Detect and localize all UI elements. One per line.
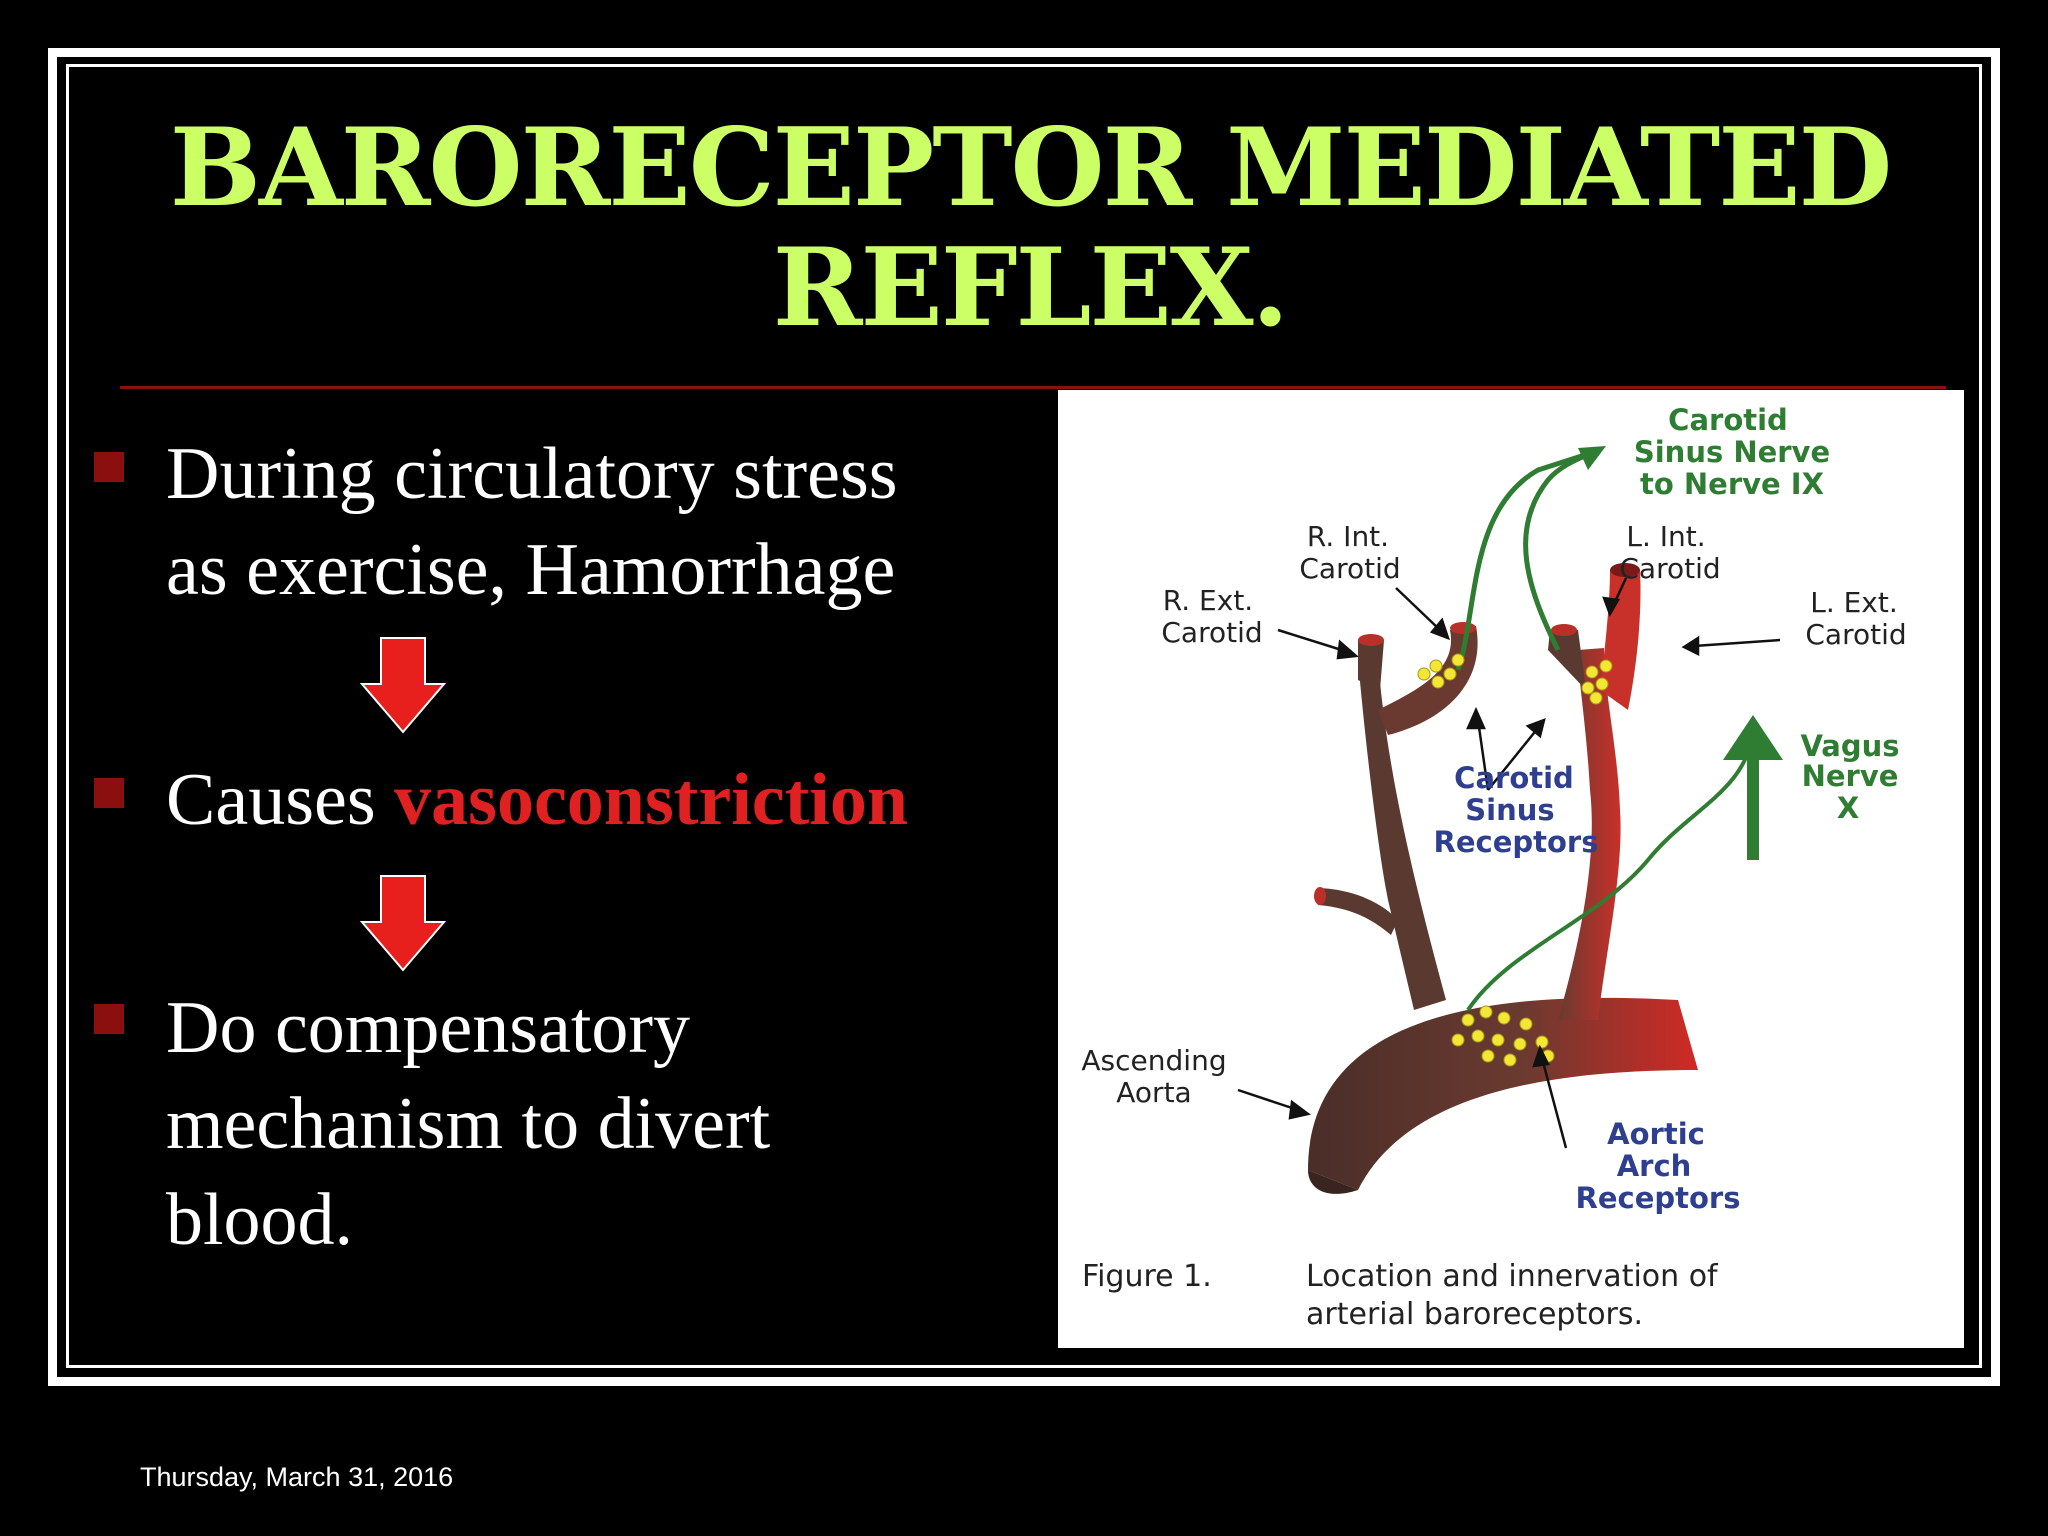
bullet-1-line-1: During circulatory stress (166, 433, 898, 515)
vagus-nerve-shaft (1747, 740, 1759, 860)
bullet-3-line-1: Do compensatory (166, 987, 691, 1069)
label-carotid-sinus-nerve-1: Carotid (1668, 403, 1788, 437)
bullet-text-2: Causes vasoconstriction (166, 752, 1066, 848)
carotid-sinus-nerve-left (1523, 449, 1595, 652)
figure-caption-line-2: arterial baroreceptors. (1306, 1297, 1643, 1332)
right-external-carotid (1358, 640, 1384, 690)
aortic-arch (1308, 997, 1698, 1190)
bullet-text-3: Do compensatory mechanism to divert bloo… (166, 980, 1046, 1268)
slide-title: BARORECEPTOR MEDIATED REFLEX. (120, 108, 1940, 348)
label-vagus-1: Vagus (1800, 729, 1899, 763)
down-arrow-icon (360, 875, 446, 972)
label-carotid-sinus-nerve-2: Sinus Nerve (1634, 435, 1830, 469)
bullet-3-line-2: mechanism to divert (166, 1083, 771, 1165)
left-common-carotid (1558, 648, 1621, 1020)
label-r-int-2: Carotid (1299, 552, 1400, 585)
baroreceptor-diagram: Carotid Sinus Nerve to Nerve IX Vagus Ne… (1081, 403, 1906, 1332)
nerve-ix-arrowhead (1578, 446, 1606, 470)
label-vagus-3: X (1837, 791, 1859, 825)
label-ascending-1: Ascending (1081, 1044, 1226, 1077)
label-aar-2: Arch (1617, 1149, 1692, 1183)
vagus-arrowhead-icon (1723, 715, 1783, 760)
bullet-marker-1 (94, 452, 124, 482)
label-aar-3: Receptors (1576, 1181, 1741, 1215)
bullet-3-line-3: blood. (166, 1179, 354, 1261)
label-l-int-1: L. Int. (1626, 520, 1705, 553)
label-vagus-2: Nerve (1802, 759, 1899, 793)
carotid-sinus-nerve-right (1455, 449, 1595, 671)
label-csr-3: Receptors (1434, 825, 1599, 859)
bullet-2-prefix: Causes (166, 759, 395, 841)
label-l-ext-1: L. Ext. (1810, 586, 1898, 619)
right-internal-carotid (1378, 626, 1478, 735)
label-ascending-2: Aorta (1116, 1076, 1191, 1109)
slide-outer-frame (48, 48, 2000, 1386)
bullet-1-line-2: as exercise, Hamorrhage (166, 529, 896, 611)
title-line-1: BARORECEPTOR MEDIATED (169, 105, 1893, 231)
label-l-int-2: Carotid (1619, 552, 1720, 585)
bullet-marker-3 (94, 1004, 124, 1034)
label-l-ext-2: Carotid (1805, 618, 1906, 651)
label-csr-1: Carotid (1454, 761, 1574, 795)
title-line-2: REFLEX. (772, 225, 1289, 351)
bullet-text-1: During circulatory stress as exercise, H… (166, 426, 1046, 618)
baroreceptor-figure: Carotid Sinus Nerve to Nerve IX Vagus Ne… (1058, 390, 1964, 1348)
bullet-marker-2 (94, 778, 124, 808)
title-divider (120, 386, 1946, 389)
label-r-ext-1: R. Ext. (1163, 584, 1253, 617)
vagus-nerve-path (1466, 729, 1755, 1012)
carotid-sinus-receptors-right (1417, 653, 1465, 689)
aortic-arch-receptors (1451, 1005, 1555, 1067)
label-r-int-1: R. Int. (1307, 520, 1389, 553)
bullet-2-highlight: vasoconstriction (394, 759, 909, 841)
label-carotid-sinus-nerve-3: to Nerve IX (1640, 467, 1824, 501)
label-csr-2: Sinus (1465, 793, 1554, 827)
label-aar-1: Aortic (1607, 1117, 1705, 1151)
right-common-carotid (1358, 660, 1446, 1010)
figure-caption-label: Figure 1. (1082, 1259, 1212, 1294)
label-r-ext-2: Carotid (1161, 616, 1262, 649)
carotid-sinus-receptors-left (1581, 659, 1613, 705)
down-arrow-icon (360, 637, 446, 734)
figure-caption-line-1: Location and innervation of (1306, 1259, 1719, 1294)
footer-date: Thursday, March 31, 2016 (140, 1462, 454, 1492)
vessel-branch-stub (1318, 888, 1398, 935)
slide-inner-frame (66, 64, 1982, 1368)
